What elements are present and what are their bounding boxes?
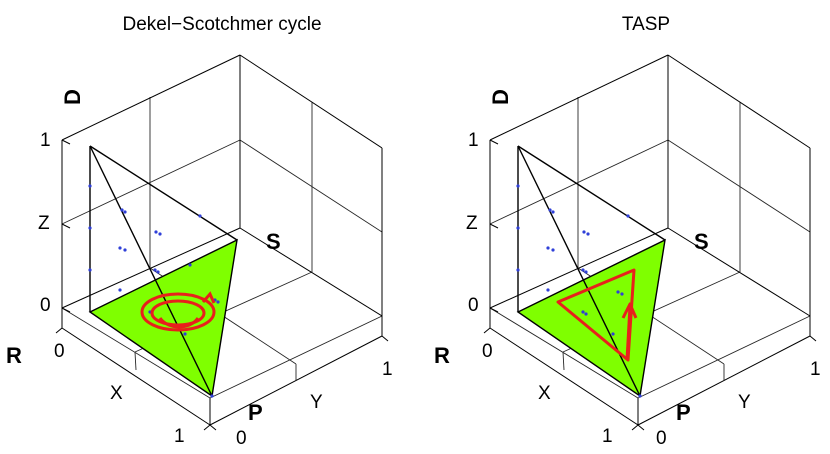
tick-x-start: 0 — [54, 341, 65, 362]
axis-label-p: P — [248, 400, 263, 425]
state-points — [88, 184, 220, 398]
axis-label-x: X — [110, 383, 123, 404]
panel-tasp: TASP D 1 Z 0 S R 0 X 1 P 0 Y 1 — [428, 0, 830, 454]
panel-dekel-scotchmer: Dekel−Scotchmer cycle D 1 Z 0 S R 0 X 1 … — [6, 14, 393, 449]
panel-title: Dekel−Scotchmer cycle — [122, 14, 322, 35]
simplex-plot-2 — [483, 54, 817, 431]
axis-label-z: Z — [466, 213, 478, 234]
axis-label-p: P — [676, 400, 691, 425]
axis-label-y: Y — [310, 392, 323, 413]
tick-z-bottom: 0 — [40, 295, 51, 316]
axis-label-s: S — [266, 229, 281, 254]
triangle-trajectory — [556, 268, 638, 362]
tick-x-end: 1 — [602, 426, 613, 447]
tick-x-end: 1 — [174, 426, 185, 447]
simplex-face — [88, 238, 238, 398]
axis-label-y: Y — [738, 392, 751, 413]
tick-y-end: 1 — [810, 359, 821, 380]
tick-x-start: 0 — [482, 341, 493, 362]
tick-z-top: 1 — [468, 130, 479, 151]
tick-y-end: 1 — [382, 359, 393, 380]
tick-z-bottom: 0 — [468, 295, 479, 316]
axis-label-z: Z — [38, 213, 50, 234]
panel-title: TASP — [621, 14, 671, 35]
tick-z-top: 1 — [40, 130, 51, 151]
axis-label-d: D — [487, 89, 513, 105]
tick-y-start: 0 — [656, 428, 667, 449]
axis-label-r: R — [6, 343, 22, 368]
axis-label-x: X — [538, 383, 551, 404]
axis-label-d: D — [59, 89, 85, 105]
spiral-trajectory — [140, 291, 216, 332]
tick-y-start: 0 — [236, 428, 247, 449]
state-points — [516, 184, 642, 398]
simplex-face — [516, 238, 666, 398]
simplex-plot-1 — [55, 54, 389, 431]
axis-label-s: S — [694, 229, 709, 254]
axis-label-r: R — [434, 343, 450, 368]
